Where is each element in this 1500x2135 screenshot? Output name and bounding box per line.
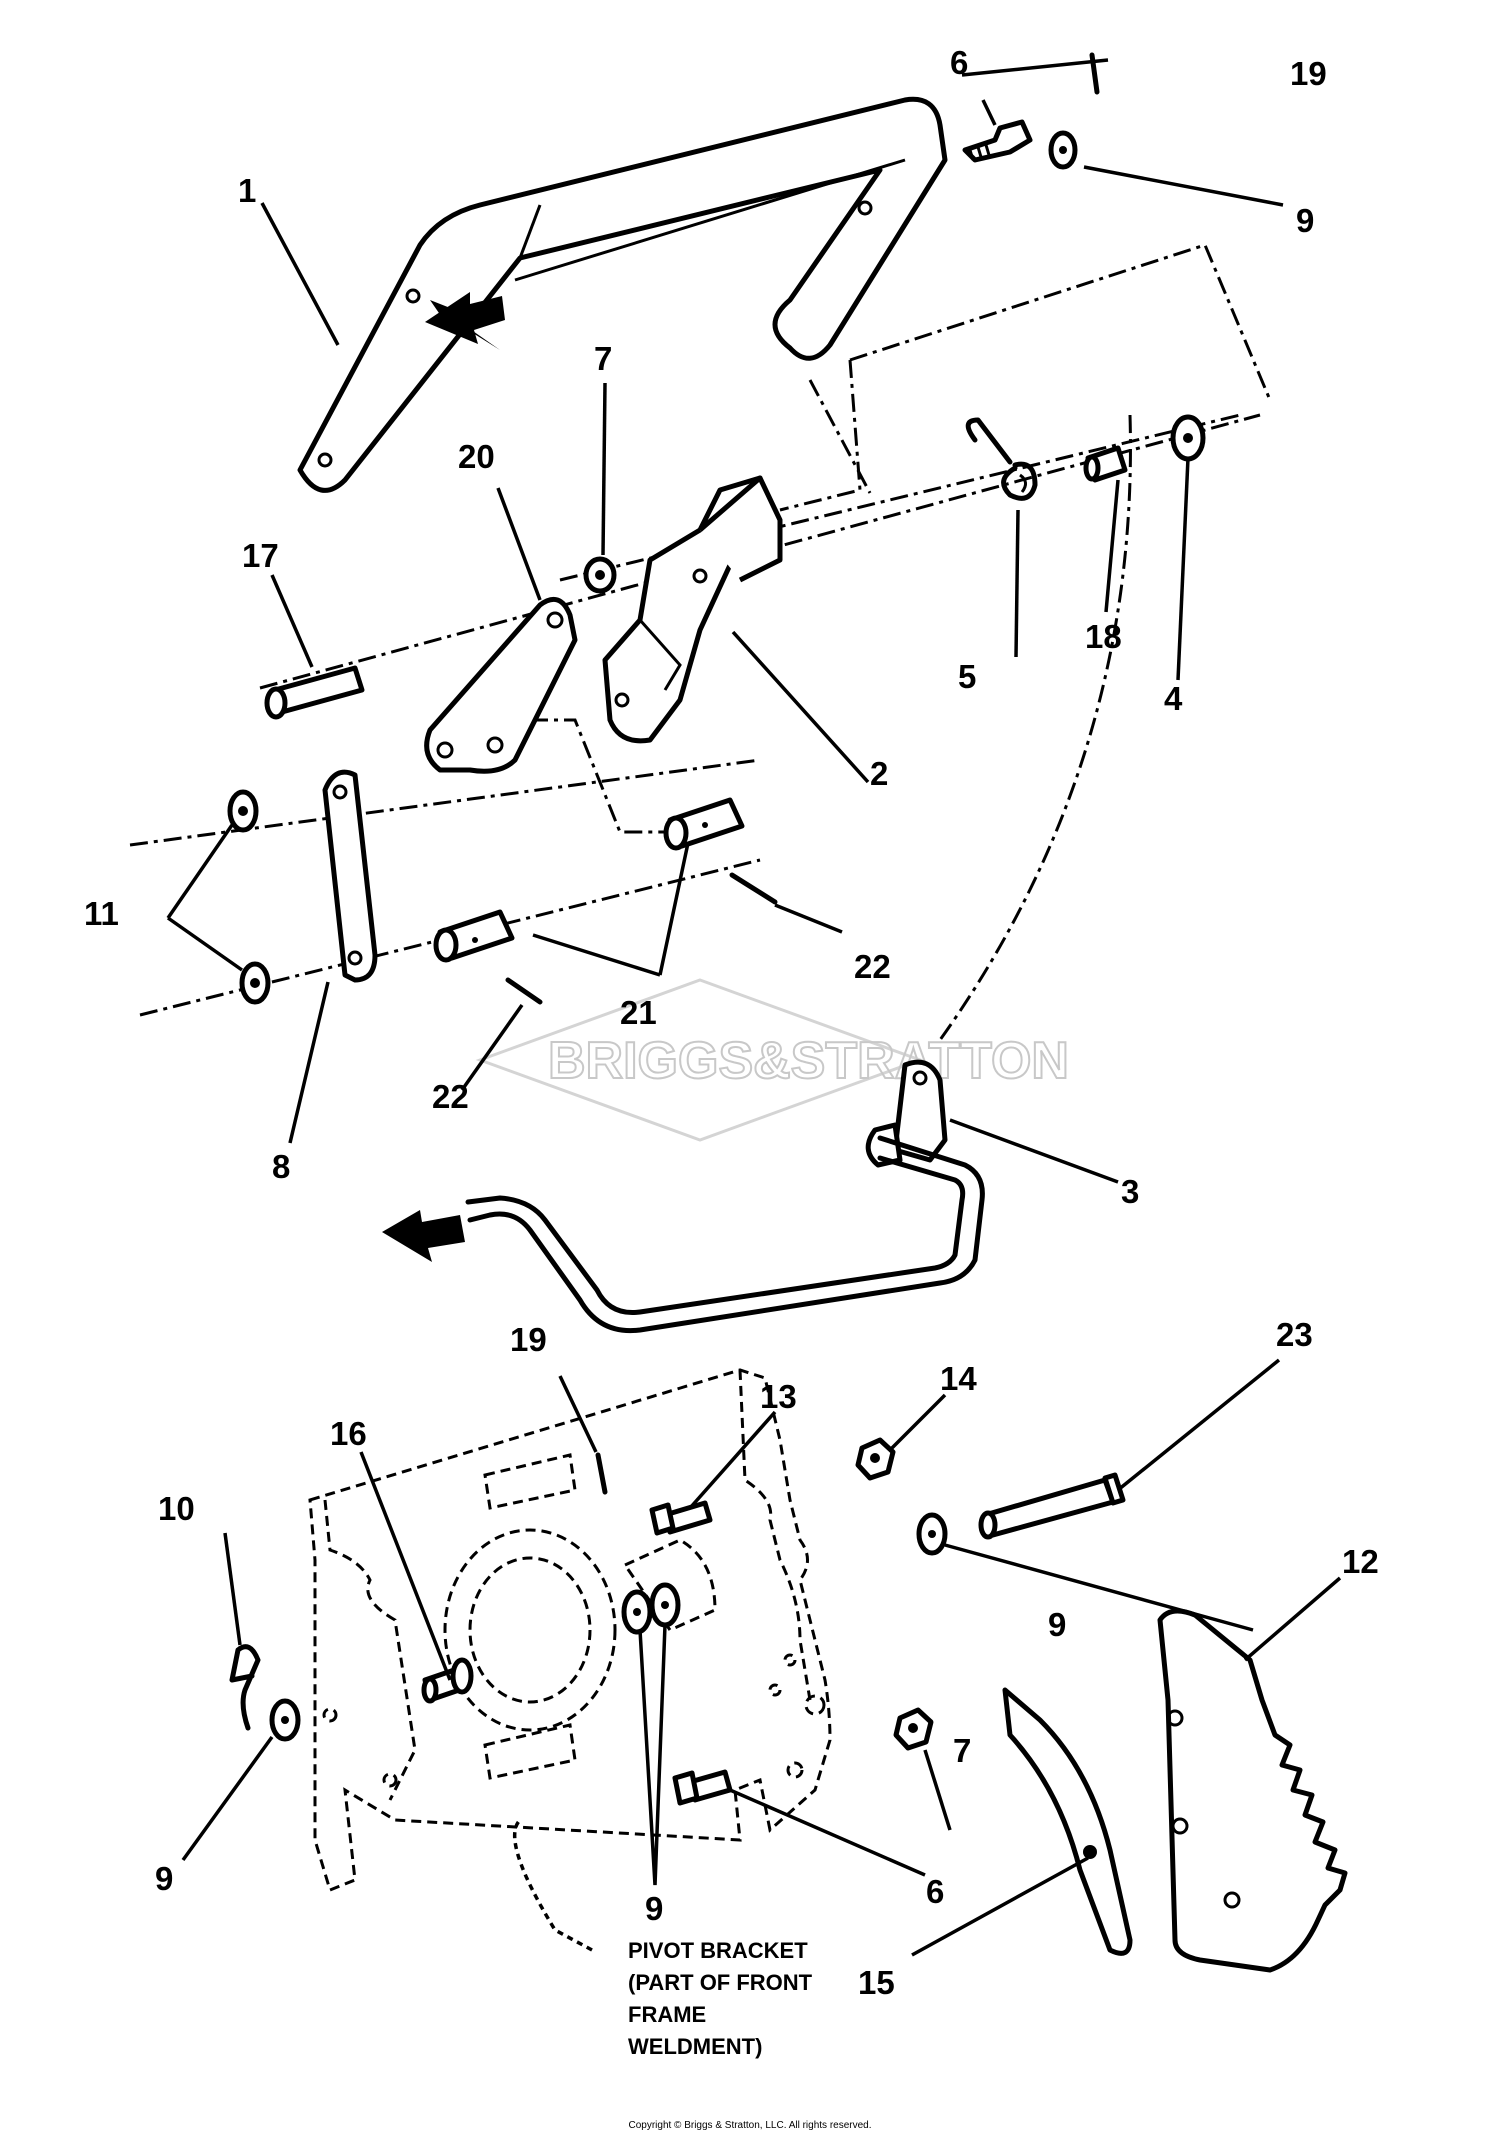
callout-21: 21 bbox=[620, 994, 657, 1031]
callout-18: 18 bbox=[1085, 618, 1122, 655]
part-19-pin-lower bbox=[595, 1452, 608, 1495]
part-6-bolt-lower bbox=[672, 1769, 733, 1806]
callout-12: 12 bbox=[1342, 1543, 1379, 1580]
callout-13: 13 bbox=[760, 1378, 797, 1415]
note-line-1: PIVOT BRACKET bbox=[628, 1938, 808, 1963]
direction-arrow-lower bbox=[382, 1210, 465, 1262]
part-21-clevis-pins bbox=[433, 797, 745, 963]
part-9-washers-center bbox=[621, 1582, 681, 1635]
part-11-washers bbox=[227, 789, 271, 1005]
pivot-bracket bbox=[308, 1368, 832, 1893]
part-6-bolt-upper bbox=[962, 119, 1033, 163]
part-16-pin bbox=[421, 1657, 474, 1704]
callout-16: 16 bbox=[330, 1415, 367, 1452]
direction-arrow-upper bbox=[425, 292, 505, 344]
part-15-spacer-plate bbox=[1002, 1687, 1133, 1956]
callout-9-left: 9 bbox=[155, 1860, 173, 1897]
part-1-lift-lever bbox=[297, 96, 948, 493]
watermark-text: BRIGGS&STRATTON bbox=[548, 1032, 1069, 1090]
callout-19-upper: 19 bbox=[1290, 55, 1327, 92]
part-2-bracket bbox=[602, 475, 783, 744]
part-17-pin bbox=[264, 665, 365, 720]
callout-9-center: 9 bbox=[645, 1890, 663, 1927]
copyright-notice: Copyright © Briggs & Stratton, LLC. All … bbox=[628, 2120, 871, 2131]
part-3-rod bbox=[465, 1059, 985, 1334]
part-5-spring bbox=[965, 417, 1038, 501]
note-line-2: (PART OF FRONT bbox=[628, 1970, 813, 1995]
callout-22-right: 22 bbox=[854, 948, 891, 985]
callout-5: 5 bbox=[958, 658, 976, 695]
callout-7-lower: 7 bbox=[953, 1732, 971, 1769]
part-9-washer-upper bbox=[1048, 130, 1078, 170]
part-10-hairpin bbox=[229, 1644, 261, 1731]
part-13-bolt bbox=[649, 1500, 713, 1536]
callout-19-lower: 19 bbox=[510, 1321, 547, 1358]
callout-labels: 1 2 3 4 5 6 6 7 7 8 9 9 9 9 10 11 12 13 … bbox=[84, 44, 1379, 2001]
brand-watermark: BRIGGS&STRATTON bbox=[475, 978, 1070, 1142]
callout-8: 8 bbox=[272, 1148, 290, 1185]
callout-7-upper: 7 bbox=[594, 340, 612, 377]
callout-6-upper: 6 bbox=[950, 44, 968, 81]
part-4-washer bbox=[1170, 414, 1206, 462]
callout-4: 4 bbox=[1164, 680, 1183, 717]
callout-9-right: 9 bbox=[1048, 1606, 1066, 1643]
part-20-link-plate bbox=[424, 596, 578, 774]
callout-14: 14 bbox=[940, 1360, 977, 1397]
callout-15: 15 bbox=[858, 1964, 895, 2001]
pivot-bracket-note: PIVOT BRACKET (PART OF FRONT FRAME WELDM… bbox=[628, 1938, 813, 2059]
callout-9-upper: 9 bbox=[1296, 202, 1314, 239]
callout-1: 1 bbox=[238, 172, 256, 209]
note-line-3: FRAME bbox=[628, 2002, 706, 2027]
callout-17: 17 bbox=[242, 537, 279, 574]
part-22-cotter-pins bbox=[505, 872, 778, 1005]
part-9-washer-left bbox=[269, 1698, 301, 1742]
leader-lines bbox=[166, 58, 1342, 1957]
part-7-nut-lower bbox=[893, 1707, 934, 1751]
part-12-sector-plate bbox=[1157, 1608, 1348, 1973]
callout-6-lower: 6 bbox=[926, 1873, 944, 1910]
part-14-nut bbox=[855, 1437, 896, 1481]
part-9-washer-right bbox=[916, 1512, 948, 1556]
part-8-link-bar bbox=[322, 769, 378, 983]
callout-2: 2 bbox=[870, 755, 888, 792]
callout-10: 10 bbox=[158, 1490, 195, 1527]
part-23-pin bbox=[978, 1472, 1126, 1540]
callout-23: 23 bbox=[1276, 1316, 1313, 1353]
part-18-spacer bbox=[1083, 445, 1128, 483]
callout-22-left: 22 bbox=[432, 1078, 469, 1115]
callout-11: 11 bbox=[84, 895, 119, 932]
part-7-nut-upper bbox=[583, 556, 617, 594]
callout-3: 3 bbox=[1121, 1173, 1139, 1210]
note-line-4: WELDMENT) bbox=[628, 2034, 762, 2059]
callout-20: 20 bbox=[458, 438, 495, 475]
